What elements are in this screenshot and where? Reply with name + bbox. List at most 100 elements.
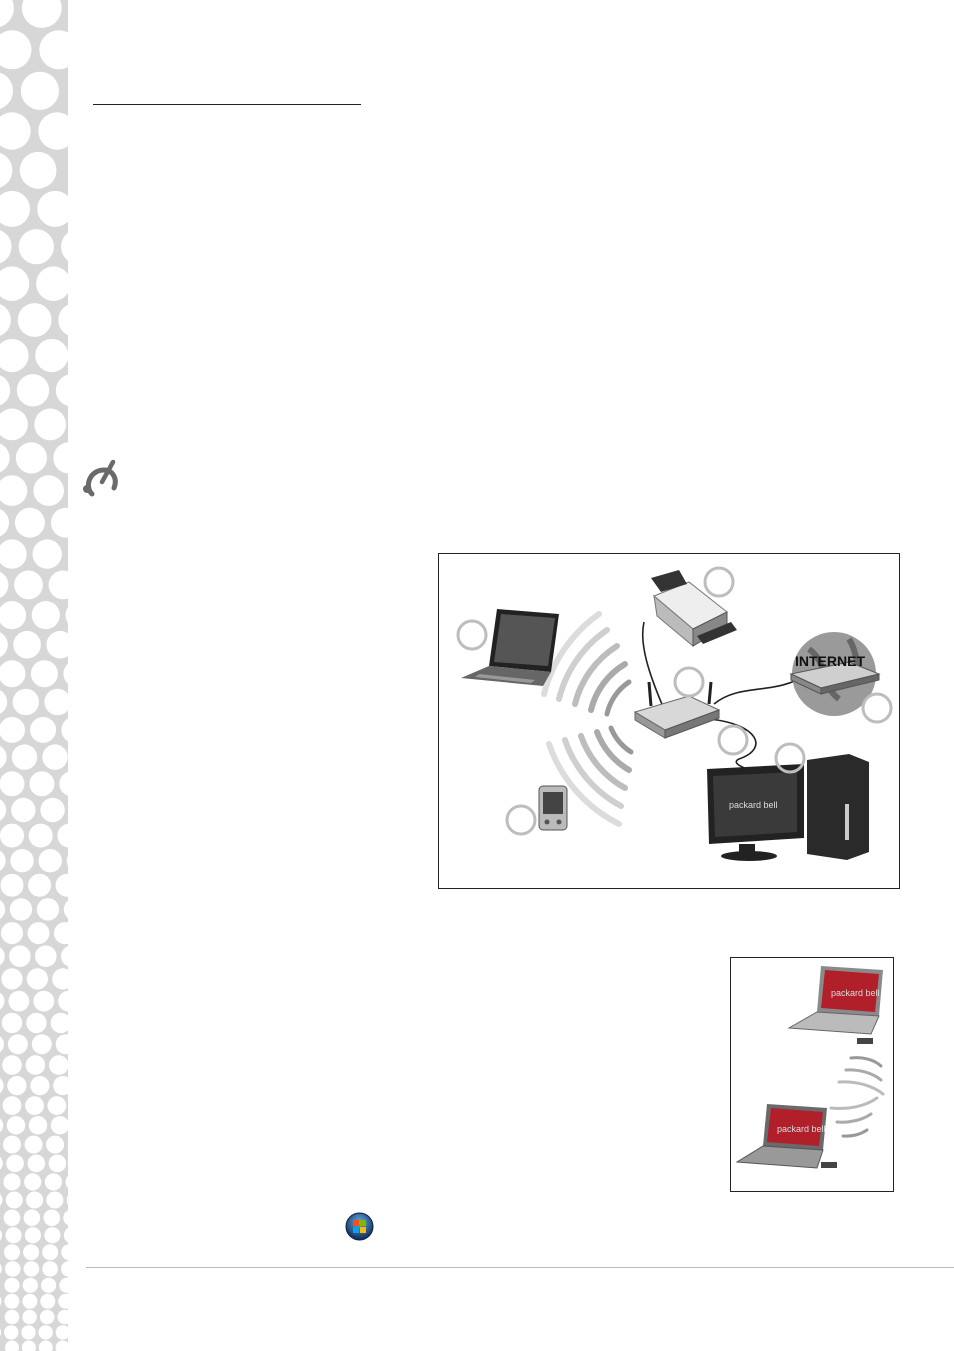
decorative-dot (0, 304, 11, 336)
wifi-arc (588, 661, 628, 713)
internet-globe: INTERNET (789, 632, 881, 716)
wifi-arc (604, 679, 632, 717)
decorative-dot (36, 898, 60, 921)
decorative-dot (66, 1195, 68, 1205)
decorative-dot (0, 850, 6, 871)
decorative-dot (40, 797, 65, 823)
decorative-dot (0, 992, 5, 1010)
decorative-dot (52, 968, 68, 990)
decorative-dot (49, 1055, 68, 1075)
decorative-dot (2, 1055, 22, 1075)
decorative-dot (44, 688, 68, 716)
decorative-dot (30, 716, 57, 743)
decorative-dot (22, 1293, 38, 1309)
decorative-dot (63, 900, 68, 919)
decorative-dot (25, 1055, 46, 1075)
decorative-dot (55, 1340, 68, 1351)
decorative-dot (28, 1116, 48, 1135)
decorative-dot (42, 744, 68, 770)
decorative-dot (39, 30, 68, 70)
decorative-dot (0, 475, 28, 506)
decorative-dot (0, 823, 24, 848)
decorative-dot (0, 1263, 2, 1274)
decorative-dot (63, 1228, 68, 1243)
decorative-dot (23, 1244, 40, 1261)
decorative-dot (58, 304, 68, 336)
decorative-dot (0, 1036, 4, 1053)
network-diagram: INTERNET packard bell (456, 566, 893, 861)
decorative-dot (0, 266, 30, 301)
laptop-device (461, 609, 559, 686)
decorative-dot (0, 899, 6, 919)
decorative-dot (43, 1209, 61, 1227)
adhoc-network-figure: packard bell packard bell (730, 957, 894, 1192)
decorative-dot (61, 718, 68, 742)
decorative-dot (0, 30, 32, 70)
decorative-dot (0, 601, 27, 630)
monitor-brand-label: packard bell (729, 800, 778, 810)
decorative-dot (15, 442, 47, 474)
decorative-dot (12, 688, 40, 716)
decorative-dot (3, 1209, 21, 1227)
decorative-dot (36, 266, 68, 301)
decorative-dot (6, 1154, 24, 1173)
decorative-dot-strip (0, 0, 68, 1351)
callout-cable (717, 724, 749, 756)
decorative-dot (18, 229, 54, 265)
decorative-dot (48, 570, 68, 600)
decorative-dot (26, 1191, 44, 1209)
windows-start-orb-icon (345, 1212, 374, 1241)
decorative-dot (5, 1227, 22, 1244)
decorative-dot (28, 873, 52, 897)
decorative-dot (50, 1012, 68, 1034)
wifi-arc (578, 733, 628, 791)
decorative-dot (5, 1191, 23, 1209)
desktop-computer: packard bell (707, 754, 869, 861)
decorative-dot (4, 1293, 20, 1309)
decorative-dot (4, 1261, 21, 1277)
router-device (633, 681, 721, 739)
decorative-dot (59, 1277, 68, 1293)
lower-laptop-brand: packard bell (777, 1124, 826, 1134)
decorative-dot (31, 1034, 52, 1055)
decorative-dot (14, 570, 43, 600)
decorative-dot (0, 443, 10, 473)
decorative-dot (0, 690, 8, 714)
decorative-dot (20, 71, 59, 110)
decorative-dot (57, 823, 68, 848)
decorative-dot (4, 1309, 20, 1325)
decorative-dot (22, 1277, 38, 1293)
decorative-dot (33, 475, 64, 506)
decorative-dot (63, 1210, 68, 1226)
decorative-dot (42, 1244, 59, 1261)
decorative-dot (27, 922, 50, 945)
decorative-dot (42, 1261, 58, 1277)
decorative-dot (1, 968, 23, 990)
decorative-dot (21, 0, 62, 28)
internet-label: INTERNET (795, 653, 865, 669)
decorative-dot (25, 1096, 44, 1115)
section-title-underline (93, 104, 361, 105)
callout-printer (703, 566, 735, 598)
decorative-dot (13, 630, 41, 659)
decorative-dot (21, 1325, 36, 1340)
callout-router (673, 666, 705, 698)
decorative-dot (0, 1078, 4, 1094)
decorative-dot (50, 507, 68, 538)
decorative-dot (58, 990, 68, 1012)
decorative-dot (7, 1076, 27, 1096)
decorative-dot (34, 408, 67, 441)
decorative-dot (29, 771, 55, 797)
decorative-dot (0, 508, 9, 537)
decorative-dot (6, 1116, 26, 1135)
wireless-note-icon (83, 459, 118, 497)
decorative-dot (24, 1227, 41, 1244)
decorative-dot (0, 0, 14, 27)
decorative-dot (38, 1325, 53, 1340)
decorative-dot (0, 1193, 3, 1207)
decorative-dot (0, 571, 9, 598)
pda-device (538, 785, 568, 831)
decorative-dot (55, 1034, 68, 1055)
decorative-dot (39, 1309, 55, 1325)
decorative-dot (53, 922, 68, 945)
